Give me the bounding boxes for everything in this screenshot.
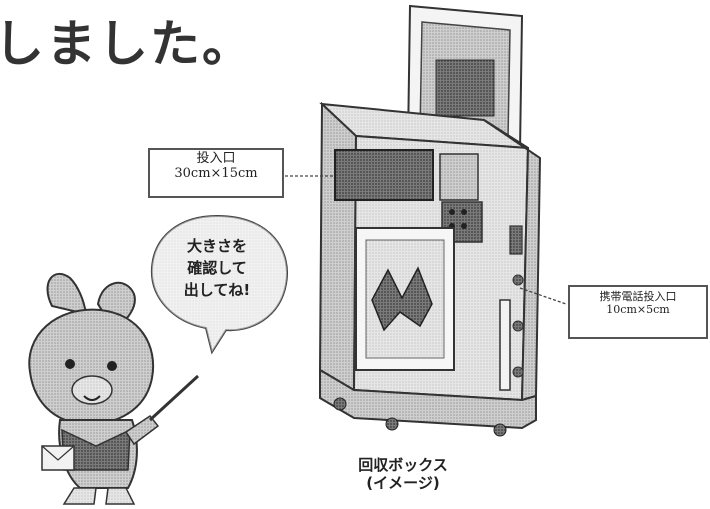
pointer-stick	[148, 374, 200, 422]
slot-label-title: 投入口	[196, 151, 236, 166]
phone-slot-label: 携帯電話投入口 10cm×5cm	[568, 285, 708, 339]
phone-leader-line	[519, 287, 567, 305]
headline: しました。	[0, 15, 254, 73]
control-panel	[441, 201, 483, 243]
speech-bubble-line: 出してね!	[183, 280, 251, 299]
phone-slot-label-size: 10cm×5cm	[606, 302, 670, 316]
collection-box	[318, 4, 542, 437]
slot-label: 投入口 30cm×15cm	[148, 148, 284, 198]
box-caption-title: 回収ボックス	[358, 456, 448, 474]
slot-label-size: 30cm×15cm	[174, 165, 258, 181]
mascot-character	[28, 272, 200, 505]
speech-bubble-line: 大きさを	[186, 237, 247, 255]
main-slot	[334, 149, 479, 201]
speech-bubble-line: 確認して	[187, 258, 247, 277]
speech-bubble	[150, 214, 288, 355]
phone-slot-label-title: 携帯電話投入口	[599, 290, 677, 303]
front-poster	[355, 227, 455, 371]
box-caption: 回収ボックス (イメージ)	[338, 456, 468, 492]
box-caption-subtitle: (イメージ)	[366, 474, 440, 492]
speech-bubble-text: 大きさを 確認して 出してね!	[158, 236, 276, 301]
